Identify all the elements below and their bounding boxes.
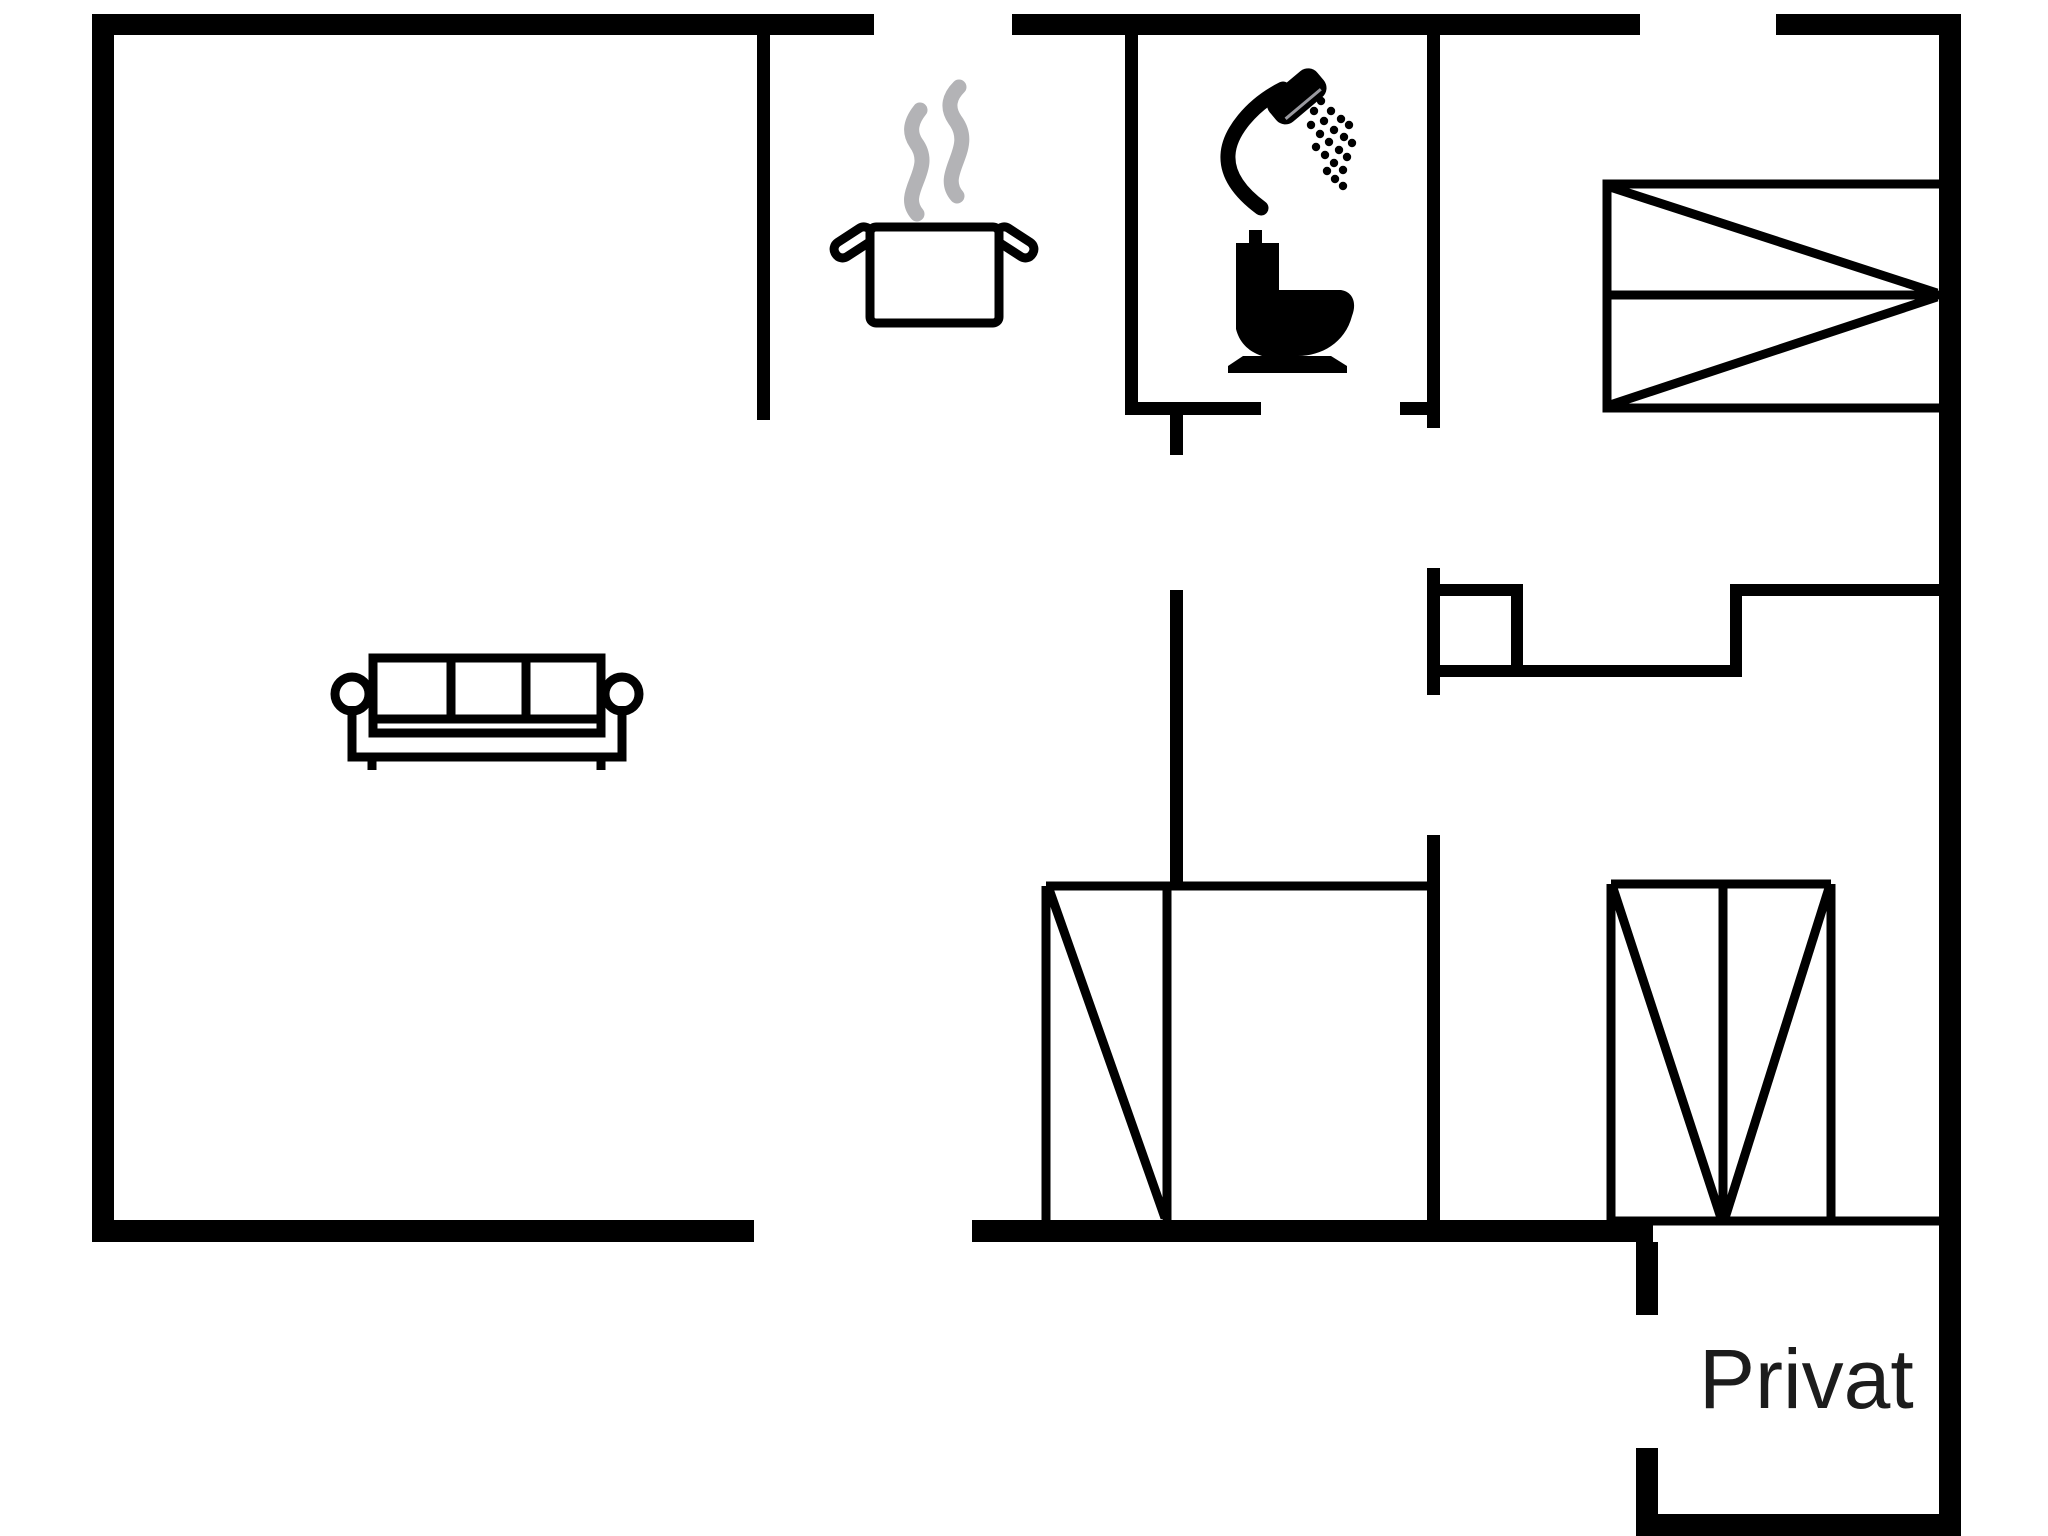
- toilet-icon: [1228, 230, 1355, 373]
- interior-walls: [757, 35, 1961, 1220]
- sofa-arm-right: [600, 672, 644, 716]
- wall-bottom-left-segment: [92, 1220, 754, 1242]
- wall-hall-jamb: [1170, 415, 1183, 455]
- wall-bottom-right-segment: [972, 1220, 1653, 1242]
- toilet-body: [1236, 243, 1355, 356]
- shower-arm: [1220, 81, 1291, 216]
- wall-bedroom-lower: [1427, 835, 1440, 1220]
- sofa-base: [347, 706, 627, 762]
- privat-label: Privat: [1699, 1332, 1914, 1426]
- double-wardrobe-icon: [1606, 879, 1939, 1226]
- wall-bedroom-upper: [1427, 568, 1440, 695]
- cooking-pot-icon: [829, 79, 1039, 328]
- niche-box-top: [1427, 584, 1523, 596]
- sofa-backrest: [368, 653, 606, 724]
- wall-privat-bottom: [1636, 1514, 1961, 1536]
- bed-diagonal-top: [1608, 182, 1939, 298]
- niche-box-right: [1511, 584, 1523, 672]
- single-bed-icon: [1602, 179, 1939, 413]
- wall-right: [1939, 14, 1961, 1536]
- wall-bath-right: [1427, 35, 1440, 428]
- sofa-icon: [330, 653, 644, 770]
- bed-diagonal-bottom: [1608, 292, 1939, 410]
- niche-bottom: [1427, 665, 1742, 677]
- toilet-button: [1249, 230, 1262, 244]
- shower-head-icon: [1220, 68, 1357, 216]
- wardrobe-icon: [1041, 881, 1433, 1221]
- wall-privat-left-upper: [1636, 1242, 1658, 1315]
- wall-top-middle-segment: [1012, 14, 1640, 35]
- niche-top-right: [1730, 584, 1961, 596]
- sofa-arm-left: [330, 672, 374, 716]
- shower-spray-dots: [1306, 96, 1357, 191]
- pot-body: [865, 222, 1004, 328]
- double-wardrobe-diagonal-left: [1608, 886, 1726, 1220]
- wall-top-left-segment: [92, 14, 874, 35]
- toilet-base: [1228, 356, 1347, 373]
- shower-head: [1266, 68, 1327, 125]
- wall-kitchen-divider: [757, 35, 770, 420]
- double-wardrobe-diagonal-right: [1720, 886, 1834, 1220]
- sofa-seat: [368, 714, 606, 738]
- wall-bath-left: [1125, 35, 1138, 415]
- wall-hall: [1170, 590, 1183, 886]
- wall-top-right-segment: [1776, 14, 1961, 35]
- niche-right-side: [1730, 584, 1742, 677]
- wall-bath-bottom-left: [1125, 402, 1261, 415]
- wall-left: [92, 14, 114, 1242]
- steam-icon: [904, 79, 970, 222]
- outer-walls: [92, 14, 1961, 1536]
- wardrobe-door-diagonal: [1044, 887, 1170, 1220]
